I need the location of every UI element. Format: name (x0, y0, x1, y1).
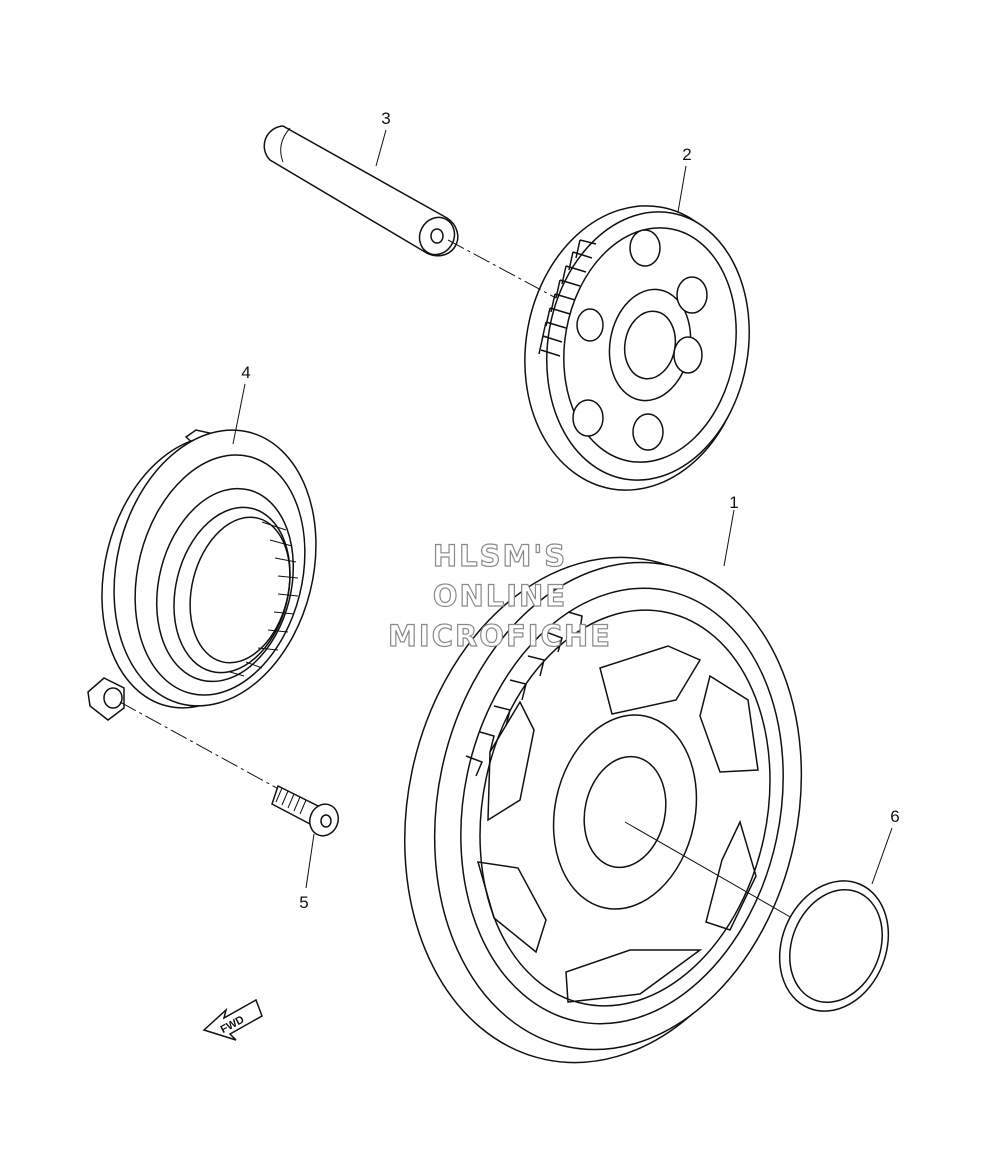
part-3-shaft (263, 125, 459, 257)
part-2-gear (524, 205, 750, 491)
callout-5: 5 (299, 893, 308, 912)
callout-6: 6 (890, 807, 899, 826)
part-6-washer (778, 880, 890, 1012)
leader-5 (305, 833, 315, 889)
part-1-large-gear (403, 556, 803, 1064)
callout-1: 1 (729, 493, 738, 512)
part-5-bolt (271, 784, 339, 837)
watermark-line-2: ONLINE (433, 579, 567, 613)
alignment-line-3-2 (447, 239, 557, 299)
alignment-line-4-5 (119, 701, 285, 793)
watermark-line-1: HLSM'S (433, 539, 567, 573)
leader-2 (677, 165, 687, 213)
leader-6 (871, 827, 893, 885)
leader-1 (723, 509, 735, 567)
alignment-line-1-6 (624, 821, 793, 919)
forward-direction-arrow-icon: FWD (202, 998, 263, 1041)
callout-2: 2 (682, 145, 691, 164)
part-4-clutch-housing (87, 429, 317, 721)
watermark: HLSM'S ONLINE MICROFICHE (387, 538, 612, 653)
callout-4: 4 (241, 363, 250, 382)
watermark-line-3: MICROFICHE (388, 619, 612, 653)
leader-4 (232, 383, 246, 445)
leader-3 (375, 129, 387, 167)
callout-3: 3 (381, 109, 390, 128)
